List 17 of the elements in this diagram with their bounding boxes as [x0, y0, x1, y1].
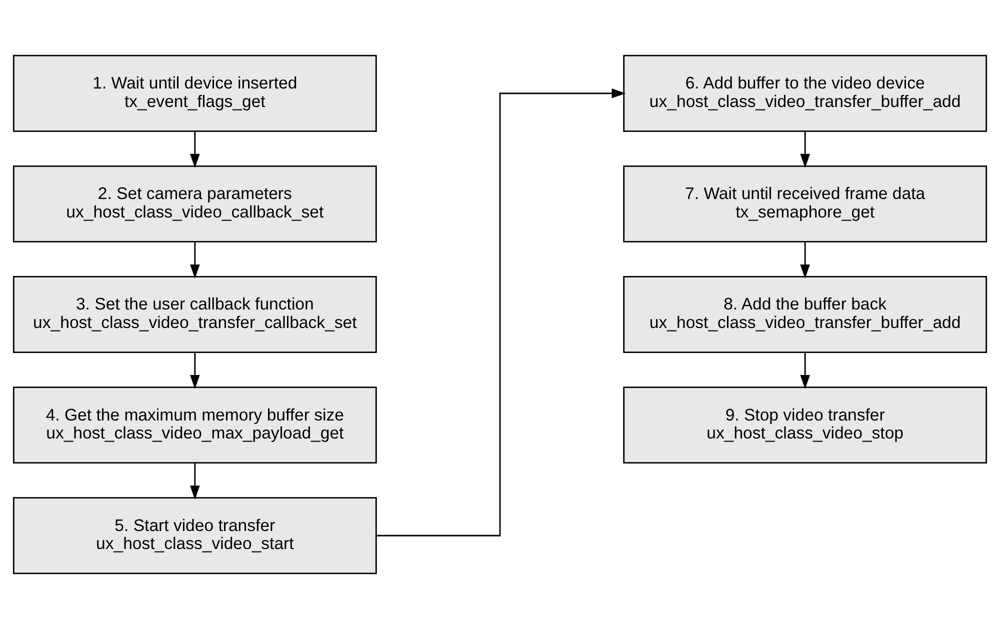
arrow [190, 131, 200, 168]
arrow [800, 352, 810, 390]
node-box: 2. Set camera parameters ux_host_class_video_callback_set [12, 165, 377, 242]
node-box: 9. Stop video transfer ux_host_class_video_stop [623, 386, 988, 464]
node-box: 4. Get the maximum memory buffer size ux_host_class_video_max_payload_get [12, 386, 377, 464]
arrow [800, 131, 810, 168]
node-box: 5. Start video transfer ux_host_class_video_start [12, 497, 377, 574]
arrow [800, 242, 810, 278]
node-box: 6. Add buffer to the video device ux_host_class_video_transfer_buffer_add [623, 54, 988, 132]
node-box: 1. Wait until device inserted tx_event_flags_get [12, 54, 377, 132]
node-box: 7. Wait until received frame data tx_semaphore_get [623, 165, 988, 242]
arrow [376, 88, 626, 536]
arrow [190, 352, 200, 390]
arrow [190, 242, 200, 278]
arrow [190, 463, 200, 500]
node-box: 8. Add the buffer back ux_host_class_video_transfer_buffer_add [623, 276, 988, 353]
node-box: 3. Set the user callback function ux_host_class_video_transfer_callback_set [12, 276, 377, 353]
